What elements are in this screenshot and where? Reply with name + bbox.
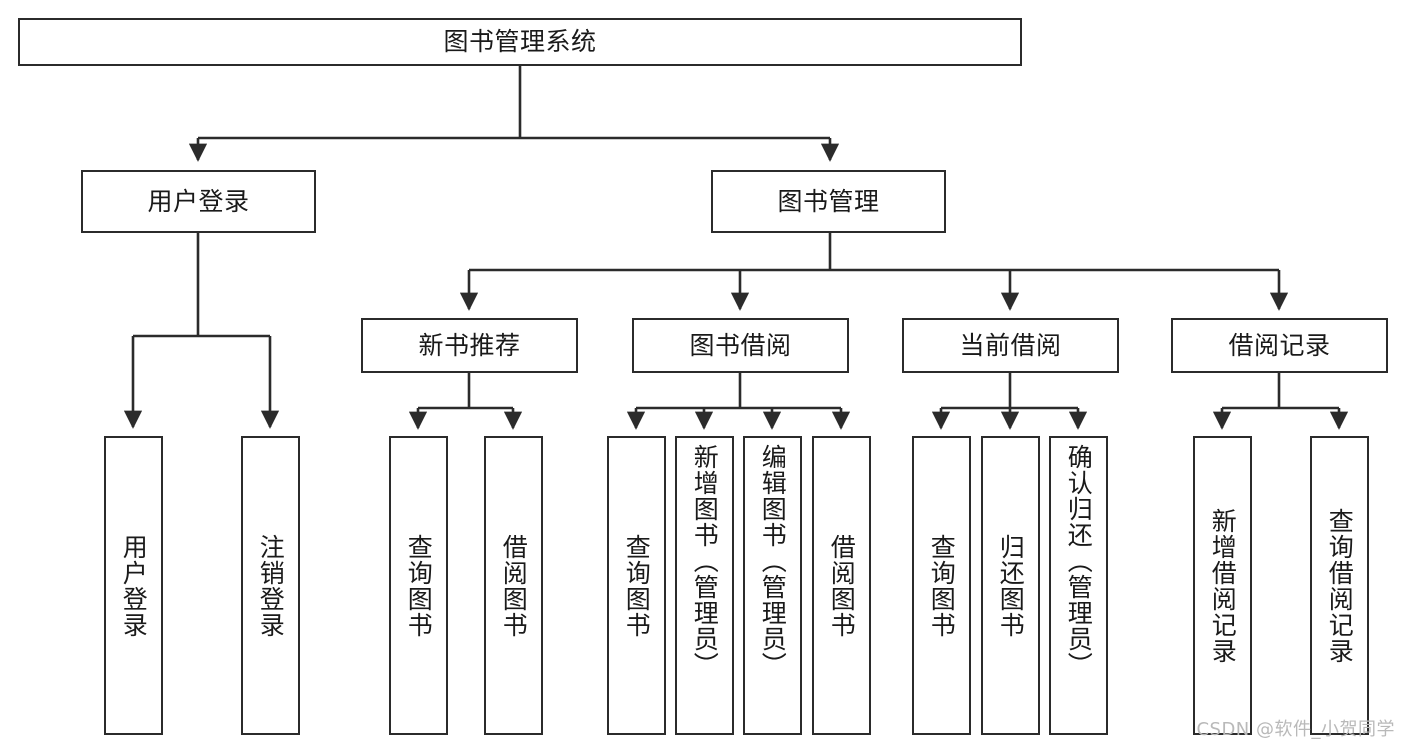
node-user-login[interactable]: 用户登录 bbox=[81, 170, 316, 233]
node-label: 图书管理系统 bbox=[443, 27, 597, 57]
node-label: 查询借阅记录 bbox=[1325, 507, 1355, 664]
node-borrow-record[interactable]: 借阅记录 bbox=[1171, 318, 1388, 373]
node-current-borrow[interactable]: 当前借阅 bbox=[902, 318, 1119, 373]
node-book-borrow[interactable]: 图书借阅 bbox=[632, 318, 849, 373]
leaf-user-login-logout[interactable]: 注销登录 bbox=[241, 436, 300, 735]
node-label: 用户登录 bbox=[119, 533, 149, 638]
leaf-book-borrow-edit[interactable]: 编辑图书（管理员） bbox=[743, 436, 802, 735]
node-label: 确认归还（管理员） bbox=[1064, 444, 1094, 678]
node-label: 注销登录 bbox=[256, 533, 286, 638]
leaf-user-login-login[interactable]: 用户登录 bbox=[104, 436, 163, 735]
leaf-book-borrow-borrow[interactable]: 借阅图书 bbox=[812, 436, 871, 735]
node-label: 新书推荐 bbox=[418, 330, 521, 360]
node-label: 查询图书 bbox=[927, 533, 957, 638]
node-label: 借阅图书 bbox=[827, 533, 857, 638]
node-label: 图书管理 bbox=[777, 186, 880, 216]
node-label: 当前借阅 bbox=[959, 330, 1062, 360]
node-root-system[interactable]: 图书管理系统 bbox=[18, 18, 1022, 66]
node-label: 查询图书 bbox=[622, 533, 652, 638]
watermark-text: CSDN @软件_小贺同学 bbox=[1196, 719, 1395, 740]
leaf-new-book-query[interactable]: 查询图书 bbox=[389, 436, 448, 735]
leaf-book-borrow-query[interactable]: 查询图书 bbox=[607, 436, 666, 735]
leaf-borrow-record-query[interactable]: 查询借阅记录 bbox=[1310, 436, 1369, 735]
leaf-current-borrow-query[interactable]: 查询图书 bbox=[912, 436, 971, 735]
node-label: 借阅记录 bbox=[1228, 330, 1331, 360]
node-book-management[interactable]: 图书管理 bbox=[711, 170, 946, 233]
node-label: 新增借阅记录 bbox=[1208, 507, 1238, 664]
leaf-current-borrow-confirm-return[interactable]: 确认归还（管理员） bbox=[1049, 436, 1108, 735]
node-label: 图书借阅 bbox=[689, 330, 792, 360]
node-label: 查询图书 bbox=[404, 533, 434, 638]
node-label: 借阅图书 bbox=[499, 533, 529, 638]
node-label: 新增图书（管理员） bbox=[690, 444, 720, 678]
leaf-book-borrow-add[interactable]: 新增图书（管理员） bbox=[675, 436, 734, 735]
node-label: 编辑图书（管理员） bbox=[758, 444, 788, 678]
leaf-current-borrow-return[interactable]: 归还图书 bbox=[981, 436, 1040, 735]
leaf-new-book-borrow[interactable]: 借阅图书 bbox=[484, 436, 543, 735]
node-label: 归还图书 bbox=[996, 533, 1026, 638]
leaf-borrow-record-add[interactable]: 新增借阅记录 bbox=[1193, 436, 1252, 735]
node-label: 用户登录 bbox=[147, 186, 250, 216]
node-new-book-recommend[interactable]: 新书推荐 bbox=[361, 318, 578, 373]
